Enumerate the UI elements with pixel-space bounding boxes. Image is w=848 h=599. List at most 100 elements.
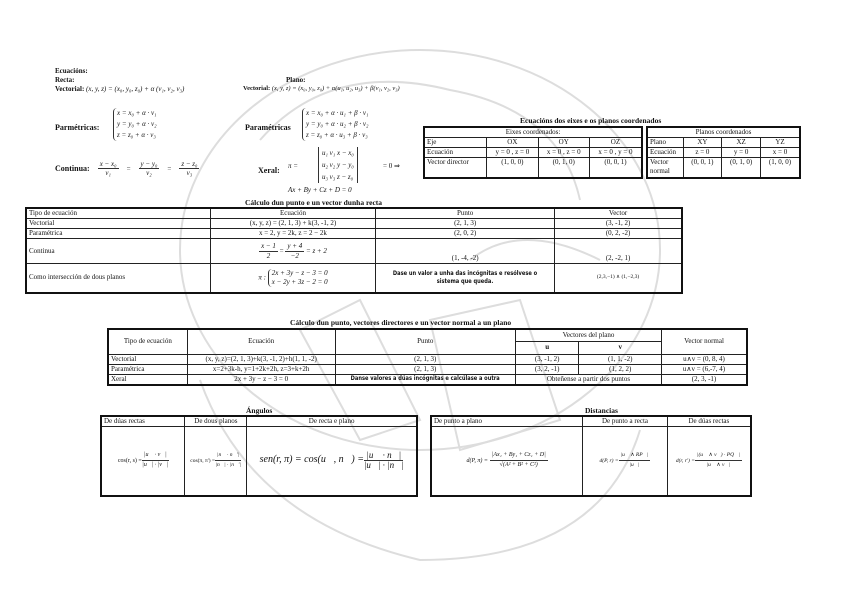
- plano-xeral-label: Xeral:: [258, 166, 280, 175]
- header: De dúas rectas: [666, 415, 752, 427]
- det-result: = 0 ⇒: [383, 162, 400, 170]
- cell: (2, 1, 3): [334, 363, 516, 375]
- eq: y = y₀ + α · u₂ + β · v₂: [306, 120, 369, 128]
- header: Vectores del plano: [514, 328, 663, 342]
- cell: (2, -2, 1): [554, 238, 683, 264]
- num: |n⃗ · n⃗'|: [215, 451, 242, 462]
- header: De dous planos: [184, 415, 248, 427]
- den: |u⃗| · |n⃗|: [363, 460, 404, 471]
- xeral-equation: Ax + By + Cz + D = 0: [288, 186, 352, 194]
- header-title: Ecuacións:: [55, 67, 88, 75]
- label: Vectorial:: [243, 85, 271, 92]
- recta-vectorial: Vectorial: (x, y, z) = (x₀, y₀, z₀) + α …: [55, 85, 184, 93]
- label: Vectorial:: [55, 85, 85, 93]
- cell: XY: [682, 137, 723, 148]
- angulos-title: Ángulos: [246, 406, 273, 415]
- eq: x = x₀ + α · u₁ + β · v₁: [306, 109, 369, 117]
- header: Tipo de ecuación: [107, 328, 188, 355]
- cell: Eje: [423, 137, 488, 148]
- formula-cell: d(P, r) =|u⃗ ∧ RP⃗||u⃗|: [582, 426, 668, 496]
- formula-cell: d(P, π) = |Ax₁ + By₁ + Cz₁ + D|√(A² + B²…: [430, 426, 584, 496]
- plano-heading: Plano:: [286, 76, 306, 84]
- cell: Vectorial: [25, 218, 211, 229]
- cell: (0, 0, 1): [588, 157, 643, 178]
- pi-symbol: π =: [288, 162, 298, 170]
- plano-vectorial: Vectorial: (x, y, z) = (x₀, y₀, z₀) + α(…: [243, 85, 400, 92]
- distancias-title: Distancias: [585, 406, 618, 415]
- caption: Planos coordenados: [646, 126, 801, 138]
- cell: x=2+3k-h, y=1+2k+2h, z=3+k+2h: [186, 363, 336, 375]
- cell: XZ: [721, 137, 761, 148]
- cell: Dase un valor a unha das incógnitas e re…: [375, 263, 556, 293]
- cell: OZ: [588, 137, 643, 148]
- lhs: cos(π, π') =: [190, 458, 216, 465]
- eq: =: [167, 164, 172, 173]
- det-row: u₂ v₂ y − y₀: [322, 161, 354, 169]
- den: |u⃗ ∧ v⃗|: [706, 462, 731, 469]
- lhs: d(P, r) =: [599, 458, 619, 465]
- cell: x = 0 , y = 0: [588, 147, 643, 158]
- den: −2: [290, 251, 299, 260]
- den: √(A² + B² + C²): [499, 462, 538, 469]
- cell: Danse valores a dúas incógnitas e calcúl…: [348, 373, 503, 385]
- plano-parametricas-label: Paramétricas: [245, 123, 291, 132]
- cell: (3, -1, 2): [514, 353, 580, 365]
- cell: u∧v = (0, 8, 4): [661, 353, 748, 365]
- cell: YZ: [760, 137, 801, 148]
- eq: 2x + 3y − z − 3 = 0: [271, 268, 328, 277]
- recta-heading: Recta:: [55, 76, 75, 84]
- cell: Paramétrica: [107, 363, 188, 375]
- table-row: Como intersección de dous planos π : 2x …: [25, 263, 683, 293]
- eq: z = z₀ + α · u₃ + β · v₃: [306, 131, 368, 139]
- plano-parametricas-system: x = x₀ + α · u₁ + β · v₁ y = y₀ + α · u₂…: [302, 108, 368, 141]
- eq: x − 2y + 3z − 2 = 0: [271, 277, 328, 286]
- eq: x = x₀ + α · v₁: [117, 109, 157, 117]
- cell: (1, 0, 0): [486, 157, 539, 178]
- lhs: d(P, π) =: [466, 458, 488, 465]
- cell: (0, 1, 0): [537, 157, 590, 178]
- formula-cell: d(r, r') =|(u⃗ ∧ v⃗) · PQ⃗||u⃗ ∧ v⃗|: [666, 426, 752, 496]
- cell: x = 0: [760, 147, 801, 158]
- formula-cell: sen(r, π) = cos(u⃗, n⃗) =|u⃗ · n⃗||u⃗| ·…: [246, 426, 418, 496]
- cell: (1, 1, -2): [578, 353, 662, 365]
- eq: =: [126, 164, 131, 173]
- cell: x = 0 , z = 0: [537, 147, 590, 158]
- den: 2: [266, 251, 271, 260]
- lhs: sen(r, π) = cos(u⃗, n⃗) =: [259, 454, 364, 466]
- cell: Ecuación: [423, 147, 488, 158]
- cell: (2,3,−1) ∧ (1,−2,3): [554, 263, 683, 293]
- det-row: u₁ v₁ x − x₀: [322, 149, 354, 157]
- pi: π :: [258, 273, 266, 282]
- num: x − 1: [259, 241, 278, 252]
- coord-title: Ecuacións dos eixes e os planos coordena…: [520, 116, 662, 125]
- cell: Paramétrica: [25, 228, 211, 239]
- lhs: d(r, r') =: [675, 458, 695, 465]
- cell: Continua: [25, 238, 211, 264]
- cell: Vectorial: [107, 353, 188, 365]
- num: |u⃗ · n⃗|: [364, 450, 404, 462]
- cell: Vector normal: [646, 157, 684, 178]
- eq: z = z₀ + α · v₃: [117, 131, 156, 139]
- header: Punto: [334, 328, 516, 355]
- header: De recta e plano: [246, 415, 418, 427]
- num: y − y₀: [138, 160, 160, 169]
- formula-cell: cos(r, s) =|u⃗ · v⃗||u⃗| · |v⃗|: [100, 426, 186, 496]
- cell: 2x + 3y − z − 3 = 0: [186, 373, 336, 385]
- header: De punto a plano: [430, 415, 584, 427]
- header: Tipo de ecuación: [25, 207, 211, 219]
- cell: x = 2, y = 2k, z = 2 − 2k: [209, 228, 377, 239]
- num: |Ax₁ + By₁ + Cz₁ + D|: [489, 451, 548, 462]
- cell: OY: [537, 137, 590, 148]
- den: |u⃗| · |v⃗|: [142, 462, 169, 469]
- cell: Xeral: [107, 373, 188, 385]
- cell: (0, 0, 1): [682, 157, 723, 178]
- recta-parametricas-label: Parmétricas:: [55, 123, 100, 132]
